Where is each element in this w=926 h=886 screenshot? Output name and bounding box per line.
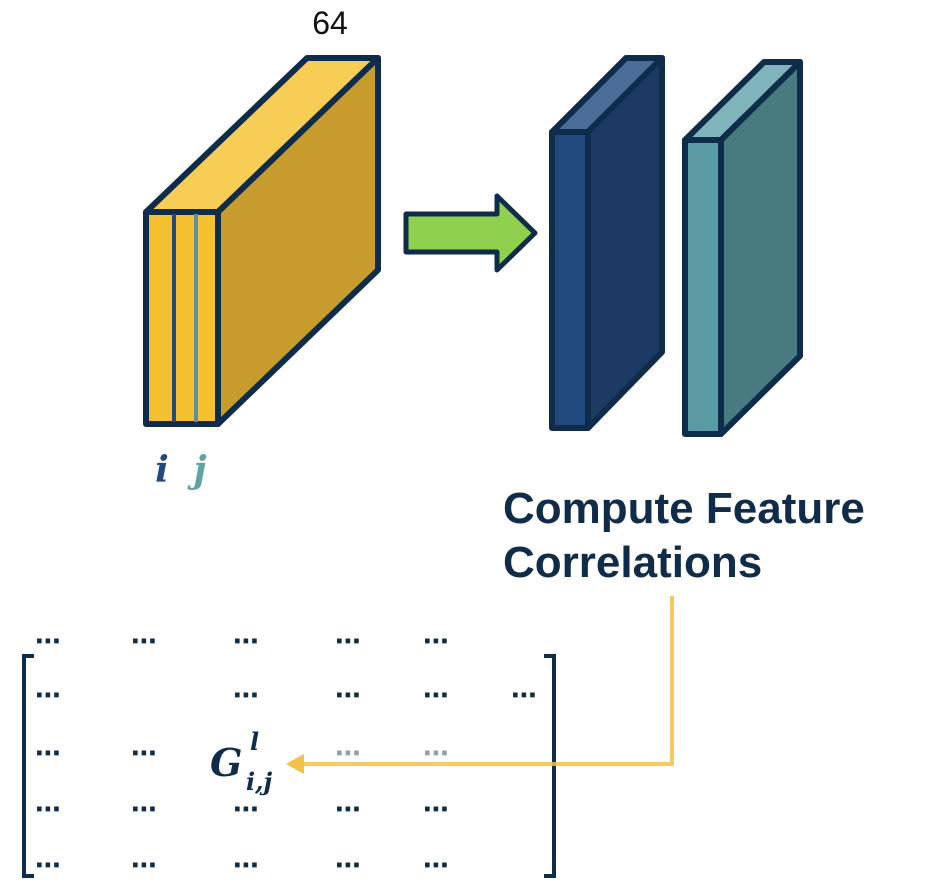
feature-map-j-front bbox=[682, 137, 724, 437]
channel-i-label: i bbox=[155, 449, 169, 491]
matrix-ellipsis-r2-c1: ⋯ bbox=[35, 681, 61, 711]
matrix-ellipsis-r5-c2: ⋯ bbox=[131, 851, 157, 881]
matrix-ellipsis-r4-c2: ⋯ bbox=[131, 795, 157, 825]
matrix-ellipsis-r5-c3: ⋯ bbox=[233, 851, 259, 881]
caption-line-2: Correlations bbox=[503, 538, 762, 587]
input-tensor bbox=[143, 55, 381, 427]
matrix-ellipsis-r2-c5: ⋯ bbox=[423, 681, 449, 711]
matrix-ellipsis-r5-c4: ⋯ bbox=[335, 851, 361, 881]
matrix-ellipsis-r2-c6: ⋯ bbox=[511, 681, 537, 711]
gram-superscript: l bbox=[250, 727, 259, 756]
green-arrow bbox=[403, 193, 538, 273]
tensor-front-face bbox=[143, 209, 221, 427]
matrix-ellipsis-r3-c1: ⋯ bbox=[35, 739, 61, 769]
gram-symbol: G bbox=[210, 740, 242, 785]
matrix-ellipsis-r1-c3: ⋯ bbox=[233, 627, 259, 657]
matrix-ellipsis-r1-c5: ⋯ bbox=[423, 627, 449, 657]
feature-map-i-front bbox=[549, 129, 591, 431]
matrix-ellipsis-r2-c4: ⋯ bbox=[335, 681, 361, 711]
matrix-ellipsis-r3-c2: ⋯ bbox=[131, 739, 157, 769]
matrix-ellipsis-r4-c4: ⋯ bbox=[335, 795, 361, 825]
matrix-ellipsis-r5-c1: ⋯ bbox=[35, 851, 61, 881]
matrix-ellipsis-r1-c1: ⋯ bbox=[35, 627, 61, 657]
feature-map-i bbox=[549, 55, 665, 431]
matrix-ellipsis-r2-c3: ⋯ bbox=[233, 681, 259, 711]
caption-line-1: Compute Feature bbox=[503, 484, 865, 533]
matrix-left-bracket bbox=[22, 654, 34, 878]
matrix-ellipsis-r5-c5: ⋯ bbox=[423, 851, 449, 881]
gram-subscript: i,j bbox=[246, 767, 272, 796]
matrix-ellipsis-r4-c1: ⋯ bbox=[35, 795, 61, 825]
matrix-entries: ⋯⋯⋯⋯⋯⋯⋯⋯⋯⋯⋯⋯⋯⋯⋯⋯⋯⋯⋯⋯⋯⋯⋯⋯ bbox=[35, 627, 537, 881]
channel-j-label: j bbox=[187, 449, 206, 491]
matrix-ellipsis-r4-c3: ⋯ bbox=[233, 795, 259, 825]
pointer-arrowhead bbox=[286, 754, 304, 774]
matrix-ellipsis-r1-c4: ⋯ bbox=[335, 627, 361, 657]
tensor-depth-label: 64 bbox=[312, 5, 348, 41]
matrix-ellipsis-r1-c2: ⋯ bbox=[131, 627, 157, 657]
feature-map-j bbox=[682, 59, 803, 437]
pointer-connector bbox=[300, 596, 674, 766]
matrix-ellipsis-r4-c5: ⋯ bbox=[423, 795, 449, 825]
